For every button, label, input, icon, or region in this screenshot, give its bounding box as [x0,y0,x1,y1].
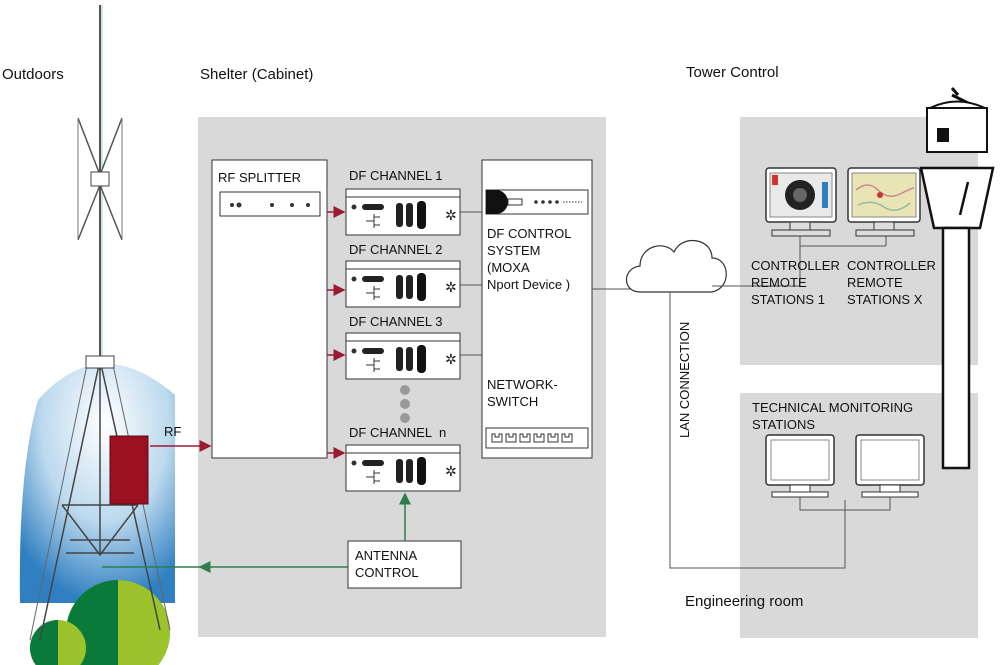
lan-connection-label: LAN CONNECTION [677,322,692,438]
monitoring-link-line [799,497,891,511]
tower-control-region [740,117,978,365]
channel-control-lines [460,211,482,356]
df-channel-3-unit: ✲ [345,332,461,380]
df-channel-2-label: DF CHANNEL 2 [349,242,442,257]
rf-link-label: RF [164,424,181,439]
svg-text:✲: ✲ [445,280,457,296]
rf-splitter-panel [219,191,321,217]
network-switch-device [485,427,589,449]
tree-small-dark [30,620,58,665]
antenna-scene [19,5,176,665]
df-channel-n-unit: ✲ [345,444,461,492]
df-channel-1-unit: ✲ [345,188,461,236]
rf-distribution-arrows [327,206,346,459]
df-channel-2-unit: ✲ [345,260,461,308]
df-channel-3-label: DF CHANNEL 3 [349,314,442,329]
df-channel-1-label: DF CHANNEL 1 [349,168,442,183]
controller-1-label: CONTROLLER REMOTE STATIONS 1 [751,258,843,307]
technical-monitoring-label: TECHNICAL MONITORING STATIONS [752,400,917,432]
svg-text:✲: ✲ [445,352,457,368]
monitoring-monitor-2 [855,434,925,498]
controller-x-label: CONTROLLER REMOTE STATIONS X [847,258,939,307]
df-channel-n-suffix: n [439,425,446,440]
network-switch-label: NETWORK- SWITCH [487,377,561,409]
antenna-control-box [347,540,462,589]
svg-text:✲: ✲ [445,208,457,224]
section-engineering-room: Engineering room [685,593,803,610]
section-tower-control: Tower Control [686,64,779,81]
lan-connection-line [669,292,846,569]
svg-text:✲: ✲ [445,464,457,480]
network-cloud-icon [625,239,727,293]
controller-monitor-1 [765,167,837,237]
section-shelter: Shelter (Cabinet) [200,66,313,83]
sky-backdrop [19,363,176,603]
rf-unit-box [109,435,149,505]
antenna-control-label: ANTENNA CONTROL [355,548,420,580]
channel-ellipsis [400,385,410,423]
df-channel-n-label: DF CHANNEL [349,425,432,440]
rf-splitter-label: RF SPLITTER [218,170,301,185]
engineering-room-region [740,393,978,638]
controller-monitor-x [847,167,921,237]
tree-light-half [118,580,170,665]
control-tower-icon [919,87,995,470]
df-control-label: DF CONTROL SYSTEM (MOXA Nport Device ) [487,226,575,292]
section-outdoors: Outdoors [2,66,64,83]
monitoring-monitor-1 [765,434,835,498]
